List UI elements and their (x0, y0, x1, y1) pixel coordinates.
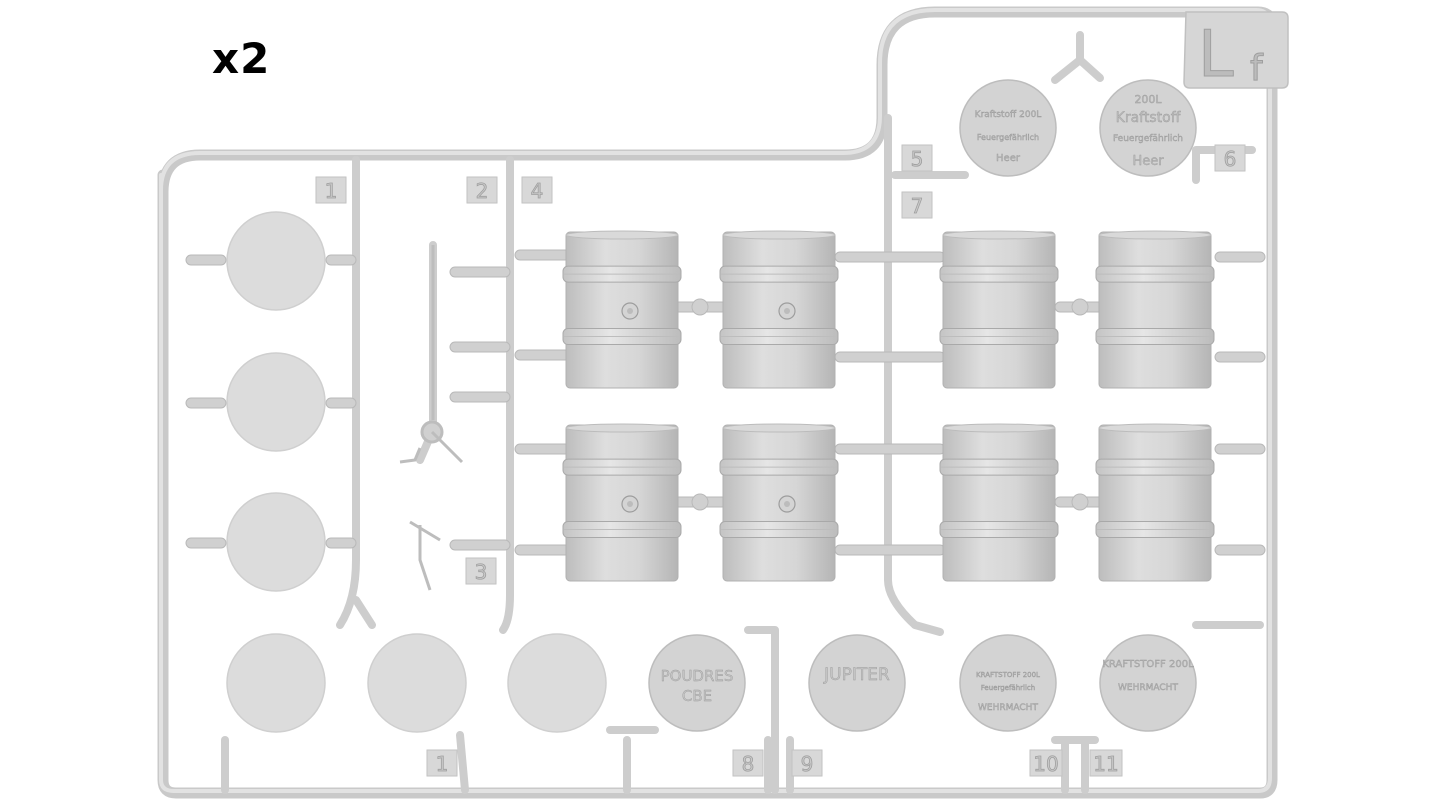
part-number: 10 (1033, 752, 1058, 776)
label-discs (648, 79, 1197, 732)
gates (185, 249, 1266, 556)
blank-disc (226, 352, 326, 452)
disc5-line1: Kraftstoff 200L (975, 110, 1042, 120)
fuel-disc-heer-a (959, 79, 1057, 177)
disc10-line3: WEHRMACHT (978, 703, 1038, 713)
poudres-disc (648, 634, 746, 732)
fuel-disc-heer-b (1099, 79, 1197, 177)
disc10-line2: Feuergefährlich (981, 684, 1035, 692)
fuel-disc-wehrmacht-a (959, 634, 1057, 732)
disc6-line4: Heer (1132, 154, 1164, 169)
quantity-label: x2 (212, 34, 271, 83)
part-number-tab: 11 (1089, 749, 1123, 777)
part-number-tab: 2 (466, 176, 498, 204)
blank-disc (226, 211, 326, 311)
fuel-drum (939, 423, 1059, 582)
disc5-line3: Heer (996, 153, 1021, 164)
blank-disc (507, 633, 607, 733)
fuel-drum (562, 423, 682, 582)
blank-disc (226, 633, 326, 733)
fuel-drum (1095, 423, 1215, 582)
sprue-id-tab: L f (1183, 11, 1289, 93)
fuel-drum (562, 230, 682, 389)
fuel-drum (1095, 230, 1215, 389)
disc8-line1: POUDRES (661, 667, 734, 685)
disc9-line1: JUPITER (823, 665, 890, 685)
blank-discs (226, 211, 607, 733)
outer-runner-highlight (159, 8, 1272, 793)
sprue-code-letter: L (1198, 18, 1234, 92)
part-number-tab: 10 (1029, 749, 1063, 777)
disc11-line1: KRAFTSTOFF 200L (1102, 659, 1194, 670)
disc6-line1: 200L (1134, 93, 1162, 106)
part-number-tab: 9 (791, 749, 823, 777)
part-number: 6 (1224, 147, 1237, 171)
part-number-tab: 8 (732, 749, 764, 777)
sprue-code-suffix: f (1250, 48, 1264, 89)
fuel-drum (939, 230, 1059, 389)
part-number-tab: 1 (426, 749, 458, 777)
fuel-drum (719, 230, 839, 389)
disc11-line2: WEHRMACHT (1118, 683, 1178, 693)
part-number: 4 (531, 179, 544, 203)
part-number: 3 (475, 560, 488, 584)
part-number: 11 (1093, 752, 1118, 776)
part-number: 5 (911, 147, 924, 171)
part-number: 1 (436, 752, 449, 776)
inner-runners (221, 31, 1264, 794)
fuel-drums (562, 230, 1215, 582)
disc5-line2: Feuergefährlich (977, 133, 1039, 142)
disc6-line3: Feuergefährlich (1113, 134, 1183, 144)
jupiter-disc (808, 634, 906, 732)
fuel-disc-wehrmacht-b (1099, 634, 1197, 732)
part-number-tab: 6 (1214, 144, 1246, 172)
disc8-line2: CBE (682, 687, 712, 705)
part-number-tab: 3 (465, 557, 497, 585)
part-number-tab: 1 (315, 176, 347, 204)
hose-nozzle-part (399, 245, 464, 591)
blank-disc (226, 492, 326, 592)
part-number-tab: 4 (521, 176, 553, 204)
part-number: 1 (325, 179, 338, 203)
part-number: 7 (911, 194, 924, 218)
part-number-tab: 7 (901, 191, 933, 219)
blank-disc (367, 633, 467, 733)
fuel-drum (719, 423, 839, 582)
disc10-line1: KRAFTSTOFF 200L (976, 671, 1040, 679)
part-number: 2 (476, 179, 489, 203)
disc6-line2: Kraftstoff (1116, 110, 1181, 126)
part-number: 9 (801, 752, 814, 776)
part-number-tab: 5 (901, 144, 933, 172)
part-number: 8 (742, 752, 755, 776)
part-number-tabs: 1 2 4 3 5 6 7 1 8 9 10 11 (315, 144, 1246, 777)
